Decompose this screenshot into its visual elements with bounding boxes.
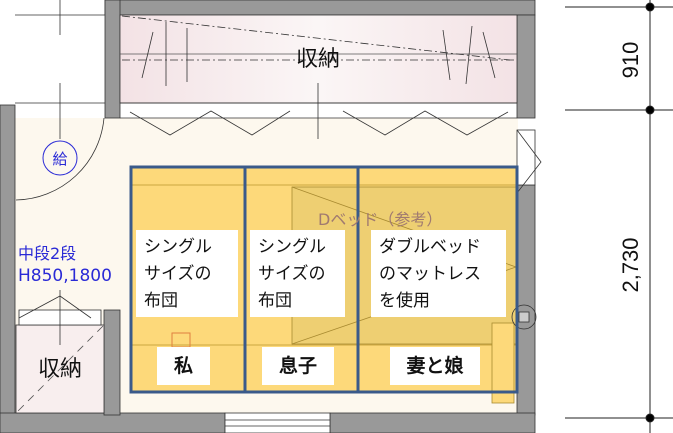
line: 布団 [258, 291, 292, 311]
line: サイズの [258, 264, 326, 284]
top-storage-label: 収納 [296, 47, 340, 72]
shelf-note-line1: 中段2段 [18, 244, 77, 263]
line: のマットレス [379, 264, 481, 284]
line: サイズの [144, 264, 212, 284]
shelf-note-line2: H850,1800 [18, 266, 112, 286]
line: シングル [258, 237, 326, 257]
bed-reference-label: Dベッド（参考） [318, 210, 442, 229]
top-storage [119, 14, 518, 104]
supply-mark-label: 給 [52, 150, 67, 168]
person-label-wife-daughter: 妻と娘 [390, 347, 480, 385]
dimension-upper: 910 [618, 42, 643, 79]
dimension-lower: 2,730 [618, 237, 643, 292]
bottom-storage-label: 収納 [38, 357, 82, 382]
futon-description-2: シングル サイズの 布団 [250, 230, 345, 317]
line: 布団 [144, 291, 178, 311]
person-label-me: 私 [157, 347, 210, 385]
futon-frame [129, 165, 519, 394]
line: を使用 [379, 291, 430, 311]
bed-description: ダブルベッド のマットレス を使用 [371, 230, 506, 317]
supply-mark [42, 140, 78, 176]
line: シングル [144, 237, 212, 257]
line: ダブルベッド [379, 237, 481, 257]
person-label-son: 息子 [262, 347, 334, 385]
futon-description-1: シングル サイズの 布団 [136, 230, 238, 317]
dimension-lines [565, 0, 673, 433]
